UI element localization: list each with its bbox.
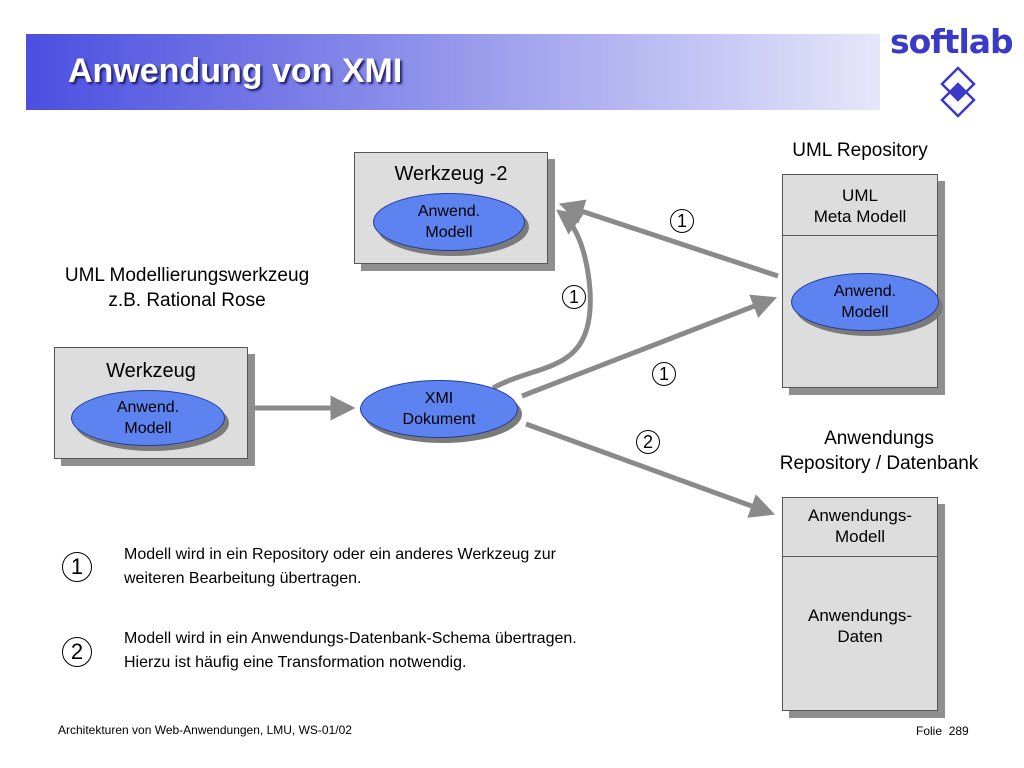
marker-repo-to-werkzeug2: 1 xyxy=(670,209,694,233)
uml-meta-line2: Meta Modell xyxy=(813,207,907,226)
footer-page: Folie 289 xyxy=(916,724,969,738)
werkzeug-model-line2: Modell xyxy=(124,420,172,437)
werkzeug-model-line1: Anwend. xyxy=(116,399,180,416)
legend-2-line2: Hierzu ist häufig eine Transformation no… xyxy=(124,654,467,671)
app-data-line1: Anwendungs- xyxy=(808,606,912,625)
app-repository-box: Anwendungs- Modell Anwendungs- Daten xyxy=(782,497,938,711)
app-model-line1: Anwendungs- xyxy=(808,506,912,525)
arrow-xmi-to-werkzeug2-curve xyxy=(491,209,593,391)
title-bar: Anwendung von XMI xyxy=(26,34,880,110)
marker-xmi-to-app-repo: 2 xyxy=(636,430,660,454)
uml-repository-label: UML Repository xyxy=(792,140,928,161)
app-repo-line1: Anwendungs xyxy=(824,428,934,449)
marker-xmi-to-werkzeug2: 1 xyxy=(562,285,586,309)
legend-text-1: Modell wird in ein Repository oder ein a… xyxy=(124,543,556,591)
werkzeug2-box: Werkzeug -2 Anwend. Modell xyxy=(354,152,548,264)
legend-text-2: Modell wird in ein Anwendungs-Datenbank-… xyxy=(124,627,577,675)
xmi-line2: Dokument xyxy=(402,411,476,428)
app-repo-line2: Repository / Datenbank xyxy=(779,453,979,474)
uml-tool-label: UML Modellierungswerkzeug z.B. Rational R… xyxy=(34,263,340,313)
arrow-xmi-to-app-repository xyxy=(525,421,776,518)
xmi-line1: XMI xyxy=(424,390,454,407)
legend-1-line1: Modell wird in ein Repository oder ein a… xyxy=(124,546,556,563)
app-data-line2: Daten xyxy=(837,627,883,646)
softlab-cube-icon xyxy=(940,66,976,118)
logo-text: softlab xyxy=(890,22,1014,61)
werkzeug-model-ellipse: Anwend. Modell xyxy=(71,390,225,446)
uml-repository-divider xyxy=(783,235,937,236)
footer-course: Architekturen von Web-Anwendungen, LMU, … xyxy=(58,723,352,737)
app-model-line2: Modell xyxy=(834,527,886,546)
app-model-label: Anwendungs- Modell xyxy=(783,505,937,547)
uml-repo-model-line2: Modell xyxy=(841,304,889,321)
legend-1-line2: weiteren Bearbeitung übertragen. xyxy=(124,570,362,587)
legend-marker-1: 1 xyxy=(62,552,92,582)
werkzeug2-model-ellipse: Anwend. Modell xyxy=(373,193,525,251)
werkzeug2-model-line2: Modell xyxy=(425,224,473,241)
arrow-xmi-to-uml-repository xyxy=(521,294,777,399)
legend-marker-2: 2 xyxy=(62,637,92,667)
slide-title: Anwendung von XMI xyxy=(68,52,403,90)
app-repository-divider xyxy=(783,556,937,557)
werkzeug2-title: Werkzeug -2 xyxy=(394,163,508,185)
uml-tool-line1: UML Modellierungswerkzeug xyxy=(64,265,310,286)
uml-tool-line2: z.B. Rational Rose xyxy=(108,290,266,311)
arrow-repository-to-werkzeug2 xyxy=(558,199,779,279)
footer-folie-label: Folie xyxy=(916,724,943,738)
werkzeug-box: Werkzeug Anwend. Modell xyxy=(54,347,248,459)
uml-meta-line1: UML xyxy=(842,186,878,205)
app-data-label: Anwendungs- Daten xyxy=(783,605,937,647)
uml-repository-box: UML Meta Modell Anwend. Modell xyxy=(782,174,939,388)
uml-repo-model-line1: Anwend. xyxy=(833,283,897,300)
marker-xmi-to-uml-repo: 1 xyxy=(652,362,676,386)
footer-page-number: 289 xyxy=(948,724,969,738)
uml-meta-model-label: UML Meta Modell xyxy=(783,185,937,227)
legend-2-line1: Modell wird in ein Anwendungs-Datenbank-… xyxy=(124,630,577,647)
werkzeug2-model-line1: Anwend. xyxy=(417,203,481,220)
werkzeug-title: Werkzeug xyxy=(106,360,196,382)
xmi-document-ellipse: XMI Dokument xyxy=(360,380,518,438)
uml-repository-model-ellipse: Anwend. Modell xyxy=(791,273,939,331)
softlab-logo: softlab xyxy=(890,22,1014,122)
